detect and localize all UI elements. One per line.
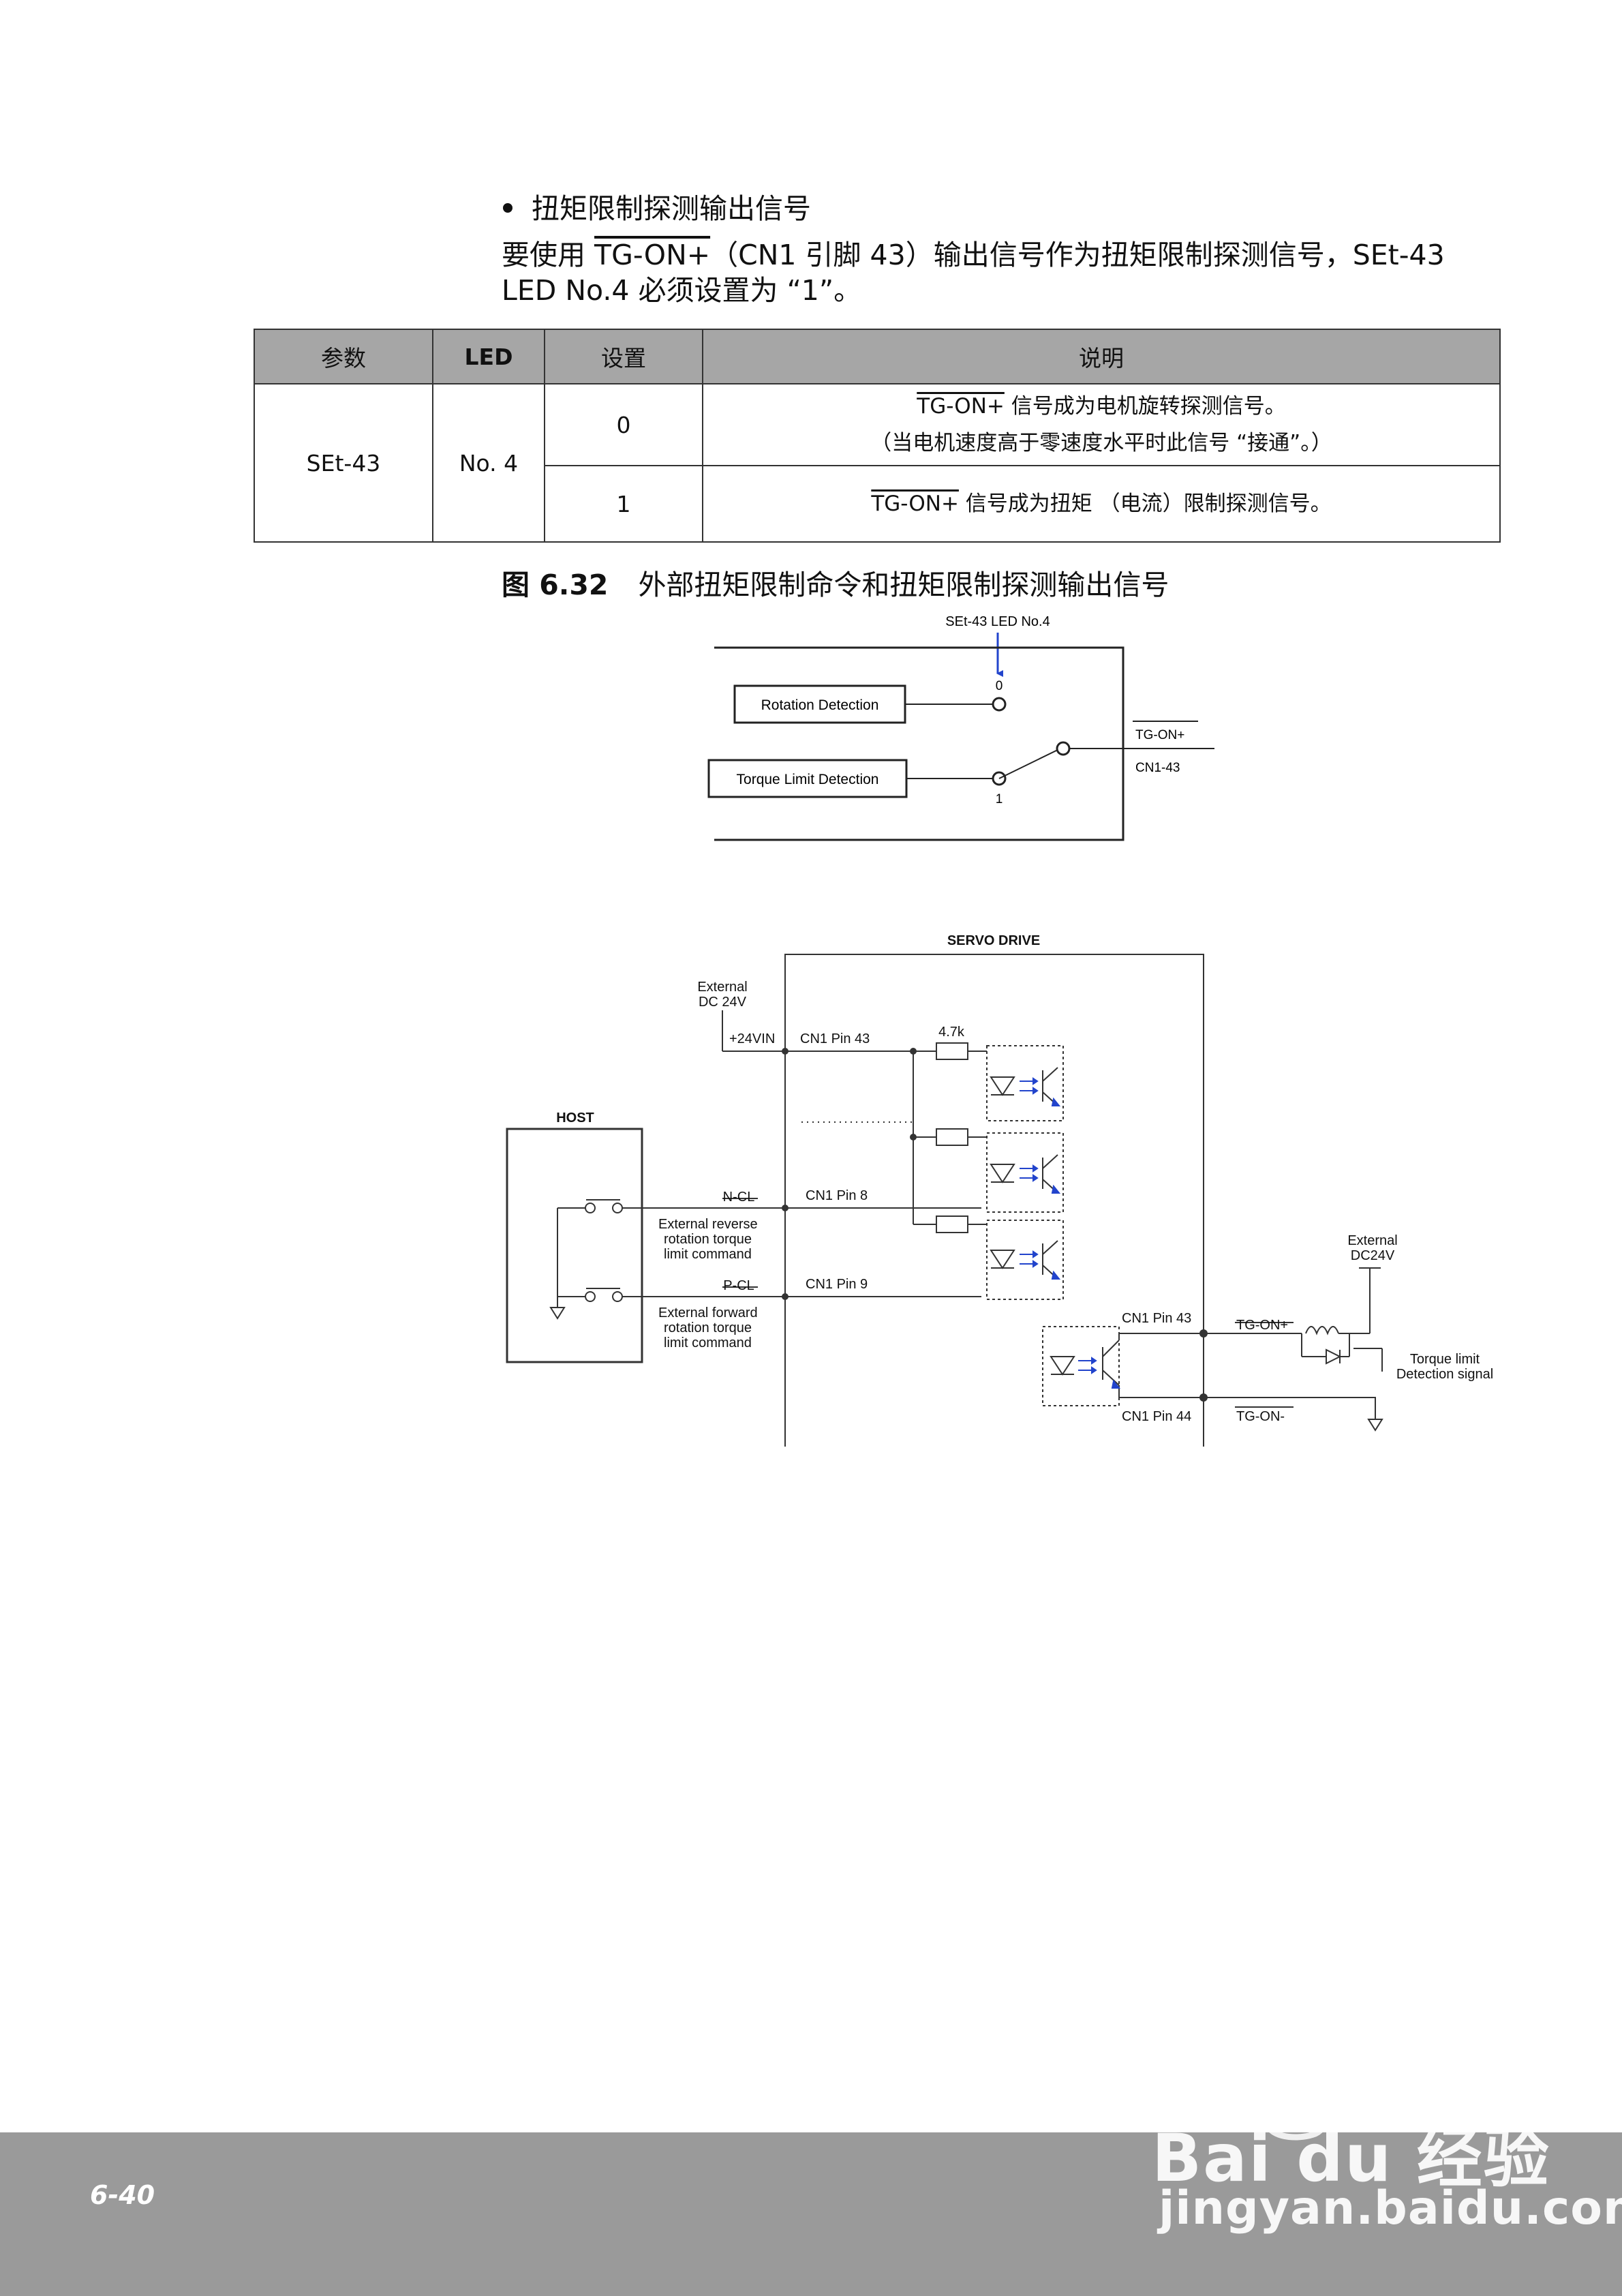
para-line-1: 要使用 TG-ON+（CN1 引脚 43）输出信号作为扭矩限制探测信号，SEt-…	[502, 239, 1445, 271]
cn1-pin43-output-label: CN1 Pin 43	[1122, 1311, 1191, 1326]
svg-text:rotation torque: rotation torque	[664, 1232, 752, 1247]
setting-label: SEt-43 LED No.4	[945, 614, 1050, 629]
resistor-3	[936, 1215, 968, 1233]
table-header-row: 参数 LED 设置 说明	[254, 329, 1501, 384]
host-ground-icon	[549, 1307, 566, 1320]
cn1-pin44-label: CN1 Pin 44	[1122, 1409, 1191, 1424]
optocoupler-3	[986, 1220, 1064, 1300]
rotation-detection-label: Rotation Detection	[761, 697, 879, 713]
torque-limit-detection-box	[707, 759, 908, 798]
header-setting: 设置	[544, 329, 703, 384]
p-cl-label: P-CL	[723, 1278, 754, 1293]
switch-diagram: SEt-43 LED No.4 0 Rotation Detection Tor…	[707, 614, 1214, 841]
cn1-pin8-label: CN1 Pin 8	[806, 1188, 868, 1203]
junction-dots	[782, 1048, 1208, 1402]
svg-text:Detection signal: Detection signal	[1396, 1367, 1493, 1382]
figure-title: 外部扭矩限制命令和扭矩限制探测输出信号	[638, 569, 1169, 601]
host-box	[506, 1128, 643, 1363]
torque-limit-signal-label: Torque limit	[1410, 1352, 1480, 1367]
table-row: 1 TG-ON+ 信号成为扭矩 （电流）限制探测信号。	[254, 465, 1501, 543]
led-diode-3	[990, 1250, 1015, 1269]
n-cl-label: N-CL	[723, 1190, 755, 1205]
reverse-command-label: External reverse	[658, 1217, 758, 1232]
servo-drive-frame	[784, 954, 1204, 1447]
switch-arm	[998, 749, 1058, 779]
setting-cell: 1	[544, 465, 703, 543]
description-cell: TG-ON+ 信号成为电机旋转探测信号。 （当电机速度高于零速度水平时此信号 “…	[702, 383, 1501, 466]
bullet-icon	[503, 203, 512, 213]
page-footer	[0, 2132, 1622, 2296]
cn1-pin43-input-label: CN1 Pin 43	[800, 1031, 870, 1046]
setting-cell: 0	[544, 383, 703, 466]
position-0: 0	[996, 679, 1003, 693]
output-diode	[1326, 1348, 1342, 1365]
page-number: 6-40	[90, 2180, 155, 2210]
led-diode-2	[990, 1164, 1015, 1183]
description-cell: TG-ON+ 信号成为扭矩 （电流）限制探测信号。	[702, 465, 1501, 543]
param-cell: SEt-43	[254, 383, 433, 543]
watermark-url: jingyan.baidu.com	[1159, 2181, 1622, 2235]
vin-label: +24VIN	[729, 1031, 775, 1046]
section-heading: 扭矩限制探测输出信号	[503, 185, 811, 226]
common-contact	[1056, 741, 1071, 756]
optical-arrows	[1020, 1077, 1121, 1389]
output-led-diode	[1050, 1356, 1075, 1376]
svg-text:rotation torque: rotation torque	[664, 1320, 752, 1335]
tg-on-output-label: TG-ON+	[1135, 728, 1184, 742]
resistor-label: 4.7k	[938, 1025, 965, 1040]
para-line-2: LED No.4 必须设置为 “1”。	[502, 274, 862, 307]
header-param: 参数	[254, 329, 433, 384]
resistor-1	[936, 1042, 968, 1060]
cn1-43-label: CN1-43	[1135, 761, 1180, 775]
table-row: SEt-43 No. 4 0 TG-ON+ 信号成为电机旋转探测信号。 （当电机…	[254, 383, 1501, 543]
figure-caption: 图 6.32 外部扭矩限制命令和扭矩限制探测输出信号	[502, 562, 1169, 603]
external-dc-right-label: External	[1347, 1233, 1397, 1248]
external-dc-label: External	[697, 980, 747, 995]
resistor-2	[936, 1128, 968, 1146]
wiring-diagram: SERVO DRIVE HOST External DC 24V +24VIN …	[506, 933, 1493, 1447]
tg-on-minus-label: TG-ON-	[1236, 1409, 1285, 1424]
watermark-brand: Bai du 经验	[1152, 2120, 1550, 2196]
servo-drive-label: SERVO DRIVE	[947, 933, 1040, 948]
output-optocoupler	[1042, 1326, 1120, 1406]
host-switch-contacts	[585, 1203, 623, 1302]
drive-frame	[714, 646, 1124, 841]
cn1-pin9-label: CN1 Pin 9	[806, 1277, 868, 1292]
relay-coil-icon	[1305, 1326, 1339, 1335]
phototransistor-3	[1042, 1240, 1058, 1280]
contact-0	[992, 697, 1007, 712]
led-cell: No. 4	[432, 383, 545, 543]
position-1: 1	[996, 792, 1003, 806]
header-led: LED	[432, 329, 545, 384]
parameter-table: 参数 LED 设置 说明 SEt-43 No. 4 0 TG-ON+ 信号成为电…	[254, 329, 1501, 543]
phototransistor-1	[1042, 1067, 1058, 1106]
intro-paragraph: 要使用 TG-ON+（CN1 引脚 43）输出信号作为扭矩限制探测信号，SEt-…	[502, 237, 1503, 308]
led-diode-1	[990, 1076, 1015, 1096]
baidu-paw-logo	[1247, 2043, 1356, 2146]
torque-limit-detection-label: Torque Limit Detection	[737, 772, 879, 787]
figure-number: 图 6.32	[502, 569, 609, 601]
heading-text: 扭矩限制探测输出信号	[532, 192, 811, 225]
dc-24v-label: DC 24V	[699, 995, 747, 1010]
output-phototransistor	[1102, 1340, 1120, 1386]
optocoupler-1	[986, 1045, 1064, 1121]
output-ground-icon	[1367, 1419, 1383, 1432]
svg-text:DC24V: DC24V	[1351, 1248, 1395, 1263]
forward-command-label: External forward	[658, 1305, 758, 1320]
tg-on-signal: TG-ON+	[594, 239, 711, 271]
svg-text:limit command: limit command	[664, 1335, 752, 1350]
svg-text:limit command: limit command	[664, 1247, 752, 1262]
paw-icon	[1261, 2043, 1351, 2141]
tg-on-plus-label: TG-ON+	[1236, 1318, 1288, 1333]
host-label: HOST	[556, 1111, 594, 1126]
phototransistor-2	[1042, 1154, 1058, 1194]
header-description: 说明	[702, 329, 1501, 384]
optocoupler-2	[986, 1132, 1064, 1213]
